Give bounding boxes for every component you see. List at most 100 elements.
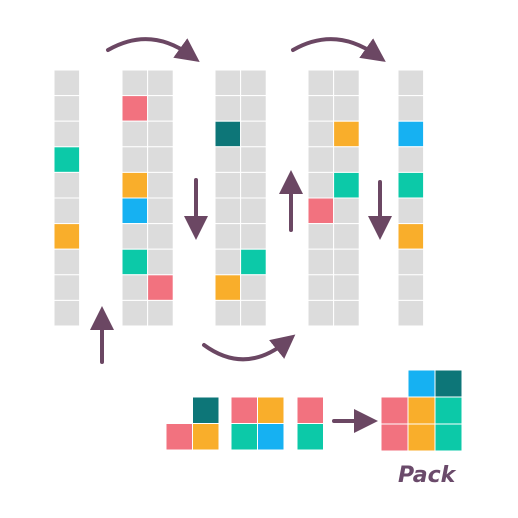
- empty-cell: [307, 69, 335, 97]
- empty-cell: [214, 223, 242, 250]
- empty-cell: [147, 120, 174, 148]
- empty-cell: [147, 69, 174, 97]
- empty-cell: [53, 274, 81, 301]
- empty-cell: [147, 248, 174, 276]
- filled-cell: [333, 120, 360, 148]
- empty-cell: [240, 69, 267, 97]
- pack-label: Pack: [398, 463, 457, 488]
- empty-cell: [214, 299, 242, 327]
- piece-cell: [165, 423, 193, 451]
- flow-arrows: [90, 37, 392, 433]
- empty-cell: [214, 95, 242, 122]
- empty-cell: [333, 248, 360, 276]
- empty-cell: [121, 299, 149, 327]
- empty-cell: [147, 171, 174, 199]
- packed-cell: [380, 423, 409, 452]
- empty-cell: [333, 146, 360, 173]
- empty-cell: [121, 69, 149, 97]
- filled-cell: [397, 120, 425, 148]
- piece-cell: [192, 396, 220, 424]
- filled-cell: [214, 274, 242, 301]
- empty-cell: [240, 171, 267, 199]
- empty-cell: [240, 223, 267, 250]
- empty-cell: [121, 223, 149, 250]
- empty-cell: [307, 171, 335, 199]
- empty-cell: [147, 146, 174, 173]
- filled-cell: [53, 146, 81, 173]
- piece-2: [230, 396, 285, 451]
- empty-cell: [240, 95, 267, 122]
- empty-cell: [307, 274, 335, 301]
- packed-result: [380, 369, 463, 452]
- filled-cell: [307, 197, 335, 225]
- column-4: [307, 69, 360, 327]
- filled-cell: [121, 197, 149, 225]
- empty-cell: [214, 69, 242, 97]
- empty-cell: [397, 197, 425, 225]
- empty-cell: [121, 146, 149, 173]
- piece-cell: [257, 423, 285, 451]
- empty-cell: [333, 299, 360, 327]
- column-2: [121, 69, 174, 327]
- empty-cell: [240, 120, 267, 148]
- filled-cell: [147, 274, 174, 301]
- empty-cell: [307, 223, 335, 250]
- filled-cell: [240, 248, 267, 276]
- empty-cell: [53, 69, 81, 97]
- empty-cell: [214, 248, 242, 276]
- empty-cell: [53, 197, 81, 225]
- packed-cell: [434, 369, 463, 398]
- packed-cell: [407, 423, 436, 452]
- empty-cell: [147, 299, 174, 327]
- piece-cell: [192, 423, 220, 451]
- piece-cell: [230, 423, 258, 451]
- empty-cell: [53, 248, 81, 276]
- empty-cell: [397, 69, 425, 97]
- empty-cell: [240, 146, 267, 173]
- empty-cell: [397, 248, 425, 276]
- empty-cell: [333, 274, 360, 301]
- piece-cell: [230, 396, 258, 424]
- empty-cell: [333, 197, 360, 225]
- packed-cell: [407, 369, 436, 398]
- packed-cell: [380, 396, 409, 425]
- piece-cell: [296, 396, 324, 424]
- empty-cell: [53, 120, 81, 148]
- empty-cell: [397, 146, 425, 173]
- arrow-curve-bottom: [202, 334, 296, 362]
- empty-cell: [121, 274, 149, 301]
- arrow-curve-top-2: [291, 37, 386, 62]
- arrow-curve-top-1: [106, 37, 200, 63]
- empty-cell: [240, 197, 267, 225]
- empty-cell: [307, 95, 335, 122]
- empty-cell: [307, 299, 335, 327]
- filled-cell: [121, 171, 149, 199]
- column-1: [53, 69, 81, 327]
- piece-cell: [257, 396, 285, 424]
- empty-cell: [307, 146, 335, 173]
- empty-cell: [240, 299, 267, 327]
- empty-cell: [53, 299, 81, 327]
- empty-cell: [53, 95, 81, 122]
- filled-cell: [121, 95, 149, 122]
- empty-cell: [147, 197, 174, 225]
- empty-cell: [214, 171, 242, 199]
- empty-cell: [240, 274, 267, 301]
- empty-cell: [53, 171, 81, 199]
- empty-cell: [397, 299, 425, 327]
- column-5: [397, 69, 425, 327]
- filled-cell: [214, 120, 242, 148]
- empty-cell: [333, 95, 360, 122]
- filled-cell: [121, 248, 149, 276]
- empty-cell: [333, 223, 360, 250]
- empty-cell: [333, 69, 360, 97]
- empty-cell: [214, 197, 242, 225]
- empty-cell: [397, 274, 425, 301]
- filled-cell: [333, 171, 360, 199]
- empty-cell: [397, 95, 425, 122]
- piece-3: [296, 396, 324, 451]
- piece-cell: [296, 423, 324, 451]
- filled-cell: [397, 223, 425, 250]
- empty-cell: [307, 120, 335, 148]
